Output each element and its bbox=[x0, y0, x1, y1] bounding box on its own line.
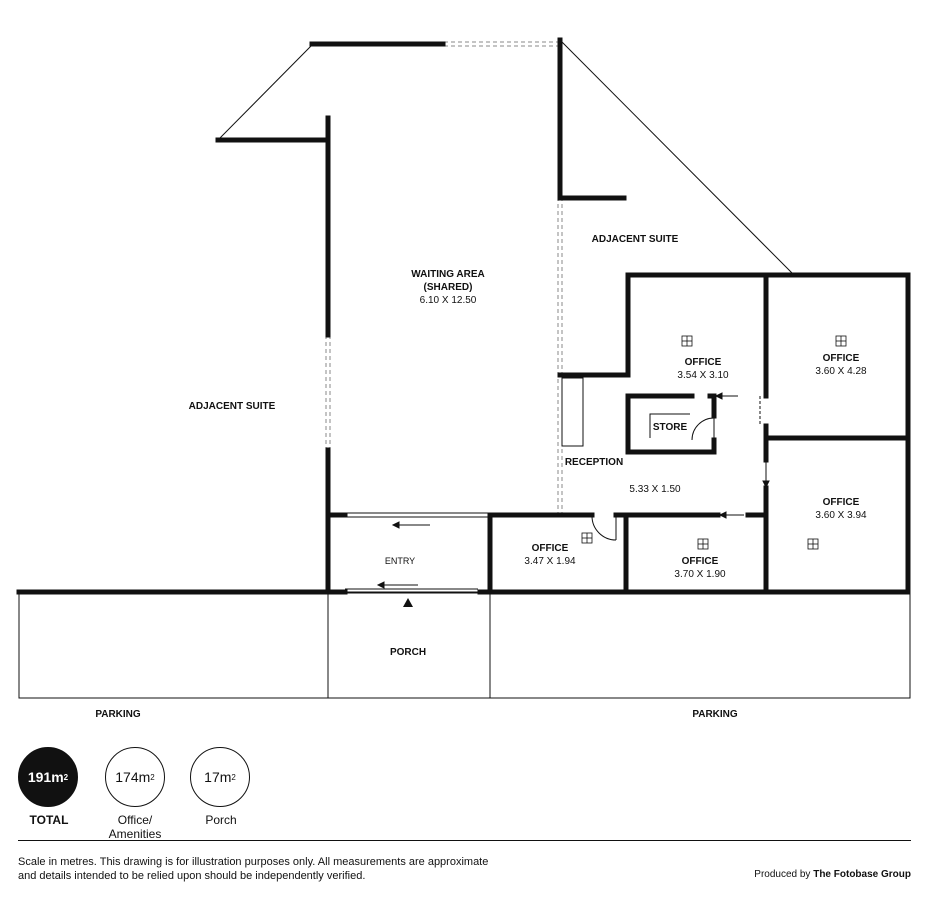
window-icon bbox=[835, 335, 847, 347]
office-e-name: OFFICE bbox=[682, 556, 719, 567]
window-icon bbox=[681, 335, 693, 347]
parking-left: PARKING bbox=[95, 709, 141, 720]
porch-name: PORCH bbox=[390, 647, 426, 658]
office-b-name: OFFICE bbox=[823, 353, 860, 364]
area-office-value: 174m bbox=[115, 769, 151, 785]
reception-name: RECEPTION bbox=[565, 457, 623, 468]
room-labels: WAITING AREA (SHARED) 6.10 X 12.50 ADJAC… bbox=[95, 234, 867, 720]
window-icon bbox=[807, 538, 819, 550]
office-e-size: 3.70 X 1.90 bbox=[674, 569, 726, 580]
credit-prefix: Produced by bbox=[754, 869, 811, 880]
area-total-value: 191m bbox=[27, 769, 64, 785]
office-c-name: OFFICE bbox=[823, 497, 860, 508]
entry-name: ENTRY bbox=[385, 556, 415, 566]
area-porch-sup: 2 bbox=[231, 772, 236, 782]
area-porch-caption: Porch bbox=[205, 813, 237, 827]
window-icon bbox=[697, 538, 709, 550]
entry-arrow-icon bbox=[403, 598, 413, 607]
store-name: STORE bbox=[653, 422, 688, 433]
credit-brand: The Fotobase Group bbox=[813, 869, 911, 880]
area-total-sup: 2 bbox=[63, 772, 69, 782]
office-d-name: OFFICE bbox=[532, 543, 569, 554]
office-d-size: 3.47 X 1.94 bbox=[524, 556, 576, 567]
parking-right: PARKING bbox=[692, 709, 738, 720]
thin-outlines bbox=[18, 39, 911, 699]
waiting-area-size: 6.10 X 12.50 bbox=[420, 295, 477, 306]
area-office-caption-line1: Office/ bbox=[117, 813, 153, 827]
credit-text: Produced by The Fotobase Group bbox=[754, 869, 911, 880]
area-office-sup: 2 bbox=[150, 772, 155, 782]
area-office-caption-line2: Amenities bbox=[108, 827, 162, 841]
reception-size: 5.33 X 1.50 bbox=[629, 484, 681, 495]
adjacent-suite-top: ADJACENT SUITE bbox=[592, 234, 679, 245]
disclaimer-text: Scale in metres. This drawing is for ill… bbox=[18, 856, 489, 882]
walls bbox=[16, 37, 911, 595]
waiting-area-name: WAITING AREA bbox=[411, 269, 485, 280]
waiting-area-sub: (SHARED) bbox=[424, 282, 473, 293]
door-arrows bbox=[376, 392, 770, 589]
window-icon bbox=[581, 532, 593, 544]
floor-plan: WAITING AREA (SHARED) 6.10 X 12.50 ADJAC… bbox=[16, 37, 911, 720]
office-a-name: OFFICE bbox=[685, 357, 722, 368]
adjacent-suite-left: ADJACENT SUITE bbox=[189, 401, 276, 412]
footer-divider bbox=[18, 840, 911, 841]
area-porch-value: 17m bbox=[204, 769, 232, 785]
office-b-size: 3.60 X 4.28 bbox=[815, 366, 867, 377]
office-c-size: 3.60 X 3.94 bbox=[815, 510, 867, 521]
office-a-size: 3.54 X 3.10 bbox=[677, 370, 729, 381]
area-total-caption: TOTAL bbox=[29, 813, 69, 827]
area-office-caption: Office/ Amenities bbox=[100, 813, 170, 841]
window-icons bbox=[581, 335, 847, 550]
